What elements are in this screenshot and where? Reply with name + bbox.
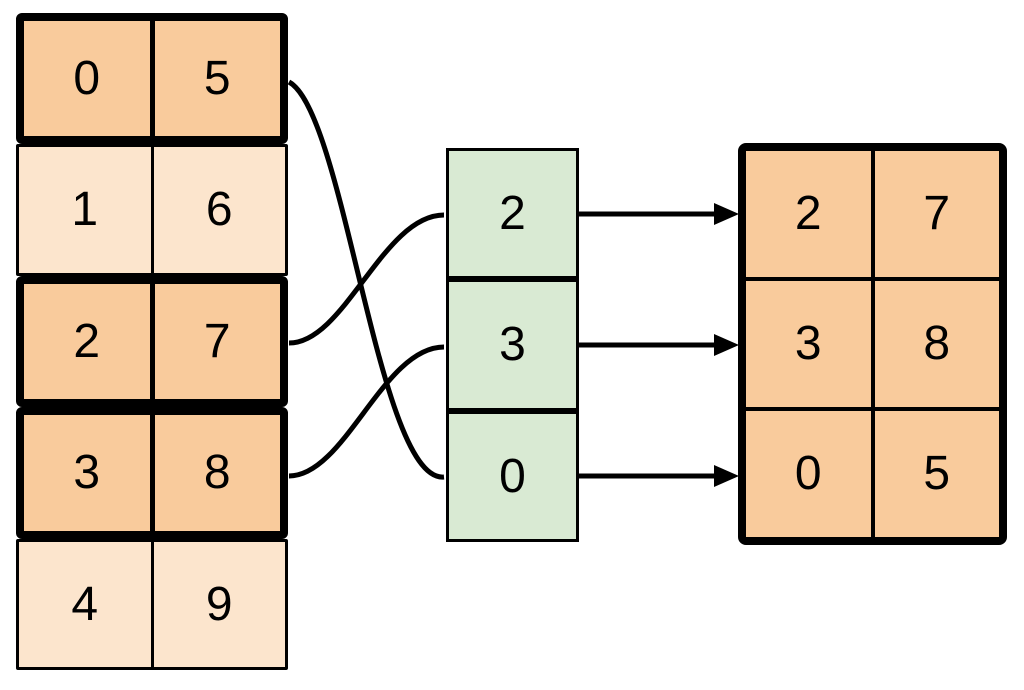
- embedding-cell-2-1: 7: [203, 314, 231, 368]
- embedding-row-2: 2 7: [16, 276, 288, 407]
- embedding-cell-3-1: 8: [203, 446, 231, 499]
- index-cell-0: 2: [446, 148, 579, 279]
- embedding-row-3: 3 8: [16, 407, 288, 539]
- embedding-cell-1-0: 1: [19, 147, 154, 273]
- embedding-cell-2-0: 2: [24, 284, 155, 399]
- output-cell-0-1: 7: [923, 187, 951, 240]
- arrow-index0-to-output-row2: [579, 465, 739, 487]
- output-cell-1-0: 3: [746, 281, 875, 407]
- index-cell-1: 3: [446, 279, 579, 411]
- embedding-cell-4-0: 4: [19, 542, 154, 667]
- connector-row0-to-index0: [287, 79, 445, 480]
- connector-row3-to-index3: [288, 344, 445, 479]
- arrow-index2-to-output-row0: [579, 203, 739, 225]
- embedding-row-4: 4 9: [16, 539, 288, 670]
- output-row-1: 3 8: [746, 277, 999, 407]
- output-cell-0-0: 2: [746, 151, 875, 277]
- arrowhead-icon: [714, 203, 739, 225]
- output-table: 2 7 3 8 0 5: [738, 143, 1007, 545]
- embedding-row-1: 1 6: [16, 144, 288, 276]
- output-row-2: 0 5: [746, 407, 999, 537]
- embedding-cell-3-0: 3: [24, 415, 155, 531]
- index-cell-2: 0: [446, 411, 579, 542]
- connector-row2-to-index2: [288, 212, 445, 346]
- output-cell-2-1: 5: [923, 447, 951, 500]
- embedding-cell-0-1: 5: [203, 51, 231, 105]
- embedding-cell-4-1: 9: [205, 577, 233, 631]
- embedding-cell-0-0: 0: [24, 21, 155, 136]
- embedding-row-0: 0 5: [16, 13, 288, 144]
- embedding-cell-1-1: 6: [205, 183, 233, 236]
- arrowhead-icon: [714, 334, 739, 356]
- output-cell-2-0: 0: [746, 411, 875, 537]
- output-cell-1-1: 8: [923, 317, 951, 370]
- arrowhead-icon: [714, 465, 739, 487]
- arrow-index3-to-output-row1: [579, 334, 739, 356]
- output-row-0: 2 7: [746, 151, 999, 277]
